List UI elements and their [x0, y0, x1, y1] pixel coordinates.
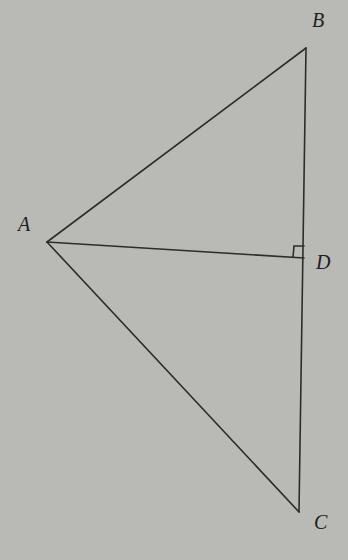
vertex-label: C: [314, 512, 327, 532]
altitude-ad: [47, 242, 304, 258]
right-angle-mark: [293, 246, 304, 257]
vertex-label: D: [316, 252, 330, 272]
side-ab: [47, 48, 306, 242]
side-bc: [299, 48, 306, 512]
vertex-label: A: [18, 214, 30, 234]
vertex-label: B: [312, 10, 324, 30]
side-ac: [47, 242, 299, 512]
